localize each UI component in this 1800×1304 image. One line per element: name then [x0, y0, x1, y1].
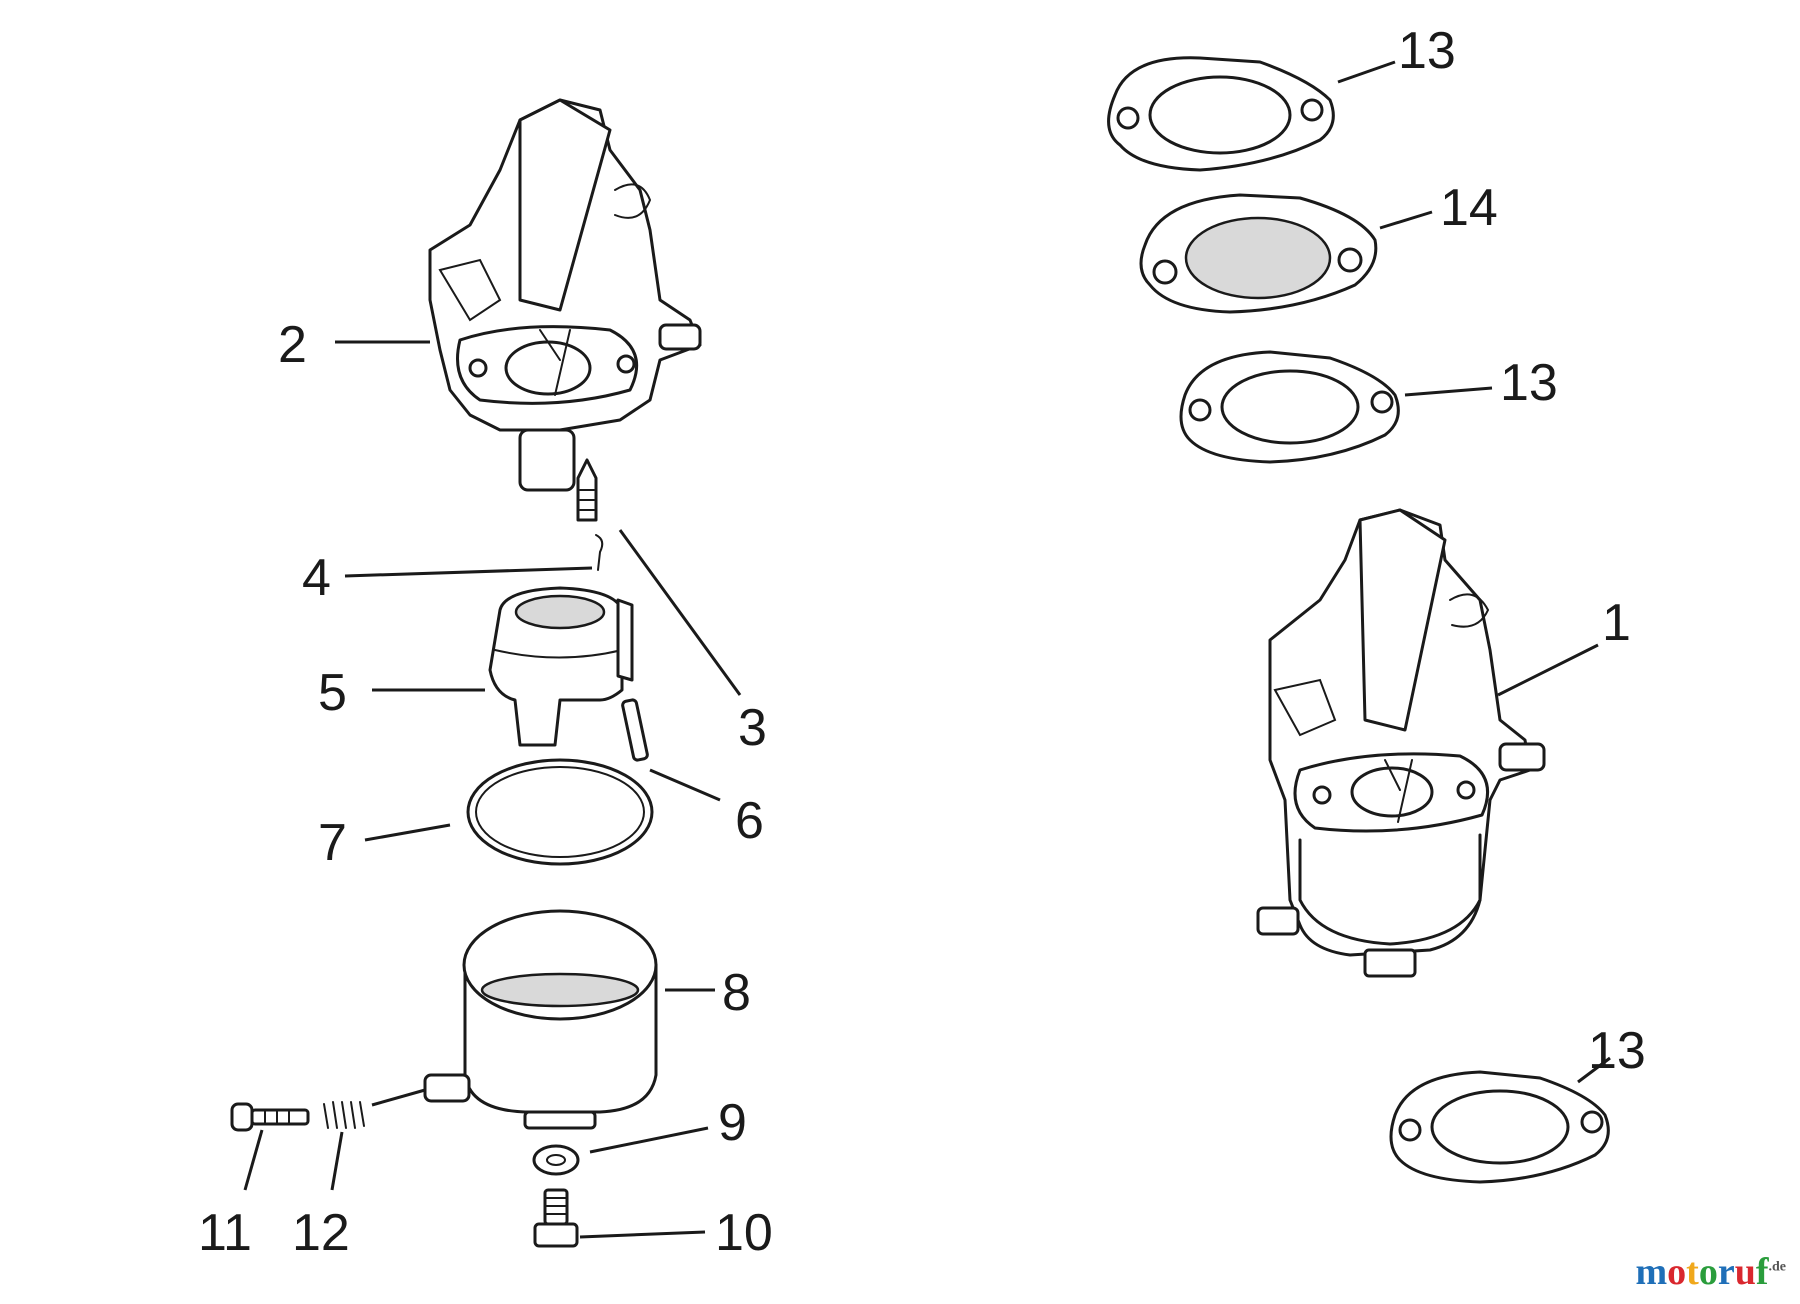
label-part-8: 8: [722, 964, 751, 1022]
leader-14: [1379, 210, 1433, 230]
carburetor-assembly-part-1: [1256, 508, 1546, 978]
label-part-13-middle: 13: [1500, 354, 1558, 412]
float-pin-part-6: [621, 698, 649, 762]
label-part-9: 9: [718, 1094, 747, 1152]
label-part-5: 5: [318, 664, 347, 722]
leader-13-top: [1337, 60, 1396, 84]
watermark-letter: u: [1734, 1251, 1756, 1293]
clip-part-4: [595, 534, 604, 571]
label-part-10: 10: [715, 1204, 773, 1262]
label-part-4: 4: [302, 549, 331, 607]
label-part-3: 3: [738, 699, 767, 757]
washer-part-9: [532, 1144, 580, 1176]
gasket-part-13-top: [1107, 56, 1335, 172]
label-part-13-top: 13: [1398, 22, 1456, 80]
leader-10: [579, 1230, 706, 1239]
leader-11: [243, 1129, 264, 1191]
leader-12-bowl: [371, 1088, 426, 1107]
leader-1: [1497, 643, 1599, 697]
watermark-letter: o: [1667, 1251, 1687, 1293]
float-part-5: [488, 586, 634, 747]
carburetor-body-part-2: [428, 98, 702, 492]
leader-3: [618, 529, 742, 696]
drain-bolt-part-10: [533, 1188, 579, 1248]
label-part-11: 11: [198, 1204, 252, 1262]
watermark-letter: r: [1717, 1251, 1735, 1293]
watermark-letter: f: [1755, 1251, 1769, 1293]
label-part-1: 1: [1602, 594, 1631, 652]
leader-9: [589, 1126, 709, 1154]
watermark-letter: m: [1635, 1251, 1668, 1293]
watermark-tld: .de: [1768, 1259, 1787, 1275]
leader-12: [330, 1131, 344, 1191]
leader-13-bottom: [1577, 1056, 1611, 1084]
label-part-13-bottom: 13: [1588, 1022, 1646, 1080]
float-needle-part-3: [576, 458, 598, 522]
watermark-letter: o: [1698, 1251, 1718, 1293]
label-part-2: 2: [278, 316, 307, 374]
bowl-gasket-part-7: [466, 758, 654, 866]
watermark-letter: t: [1686, 1251, 1699, 1293]
leader-7: [364, 823, 451, 842]
label-part-14: 14: [1440, 179, 1498, 237]
label-part-7: 7: [318, 814, 347, 872]
label-part-12: 12: [292, 1204, 350, 1262]
gasket-part-13-bottom: [1389, 1070, 1610, 1184]
float-bowl-part-8: [423, 909, 658, 1130]
leader-4: [344, 566, 593, 578]
gasket-part-13-middle: [1179, 350, 1400, 464]
leader-13-middle: [1404, 386, 1493, 397]
label-part-6: 6: [735, 792, 764, 850]
insulator-gasket-part-14: [1139, 193, 1378, 314]
watermark-text: motoruf: [1636, 1251, 1769, 1293]
leader-6: [649, 768, 721, 802]
spring-part-12: [323, 1101, 365, 1129]
motoruf-watermark-logo: motoruf.de: [1636, 1250, 1786, 1294]
pilot-screw-part-11: [230, 1102, 310, 1132]
